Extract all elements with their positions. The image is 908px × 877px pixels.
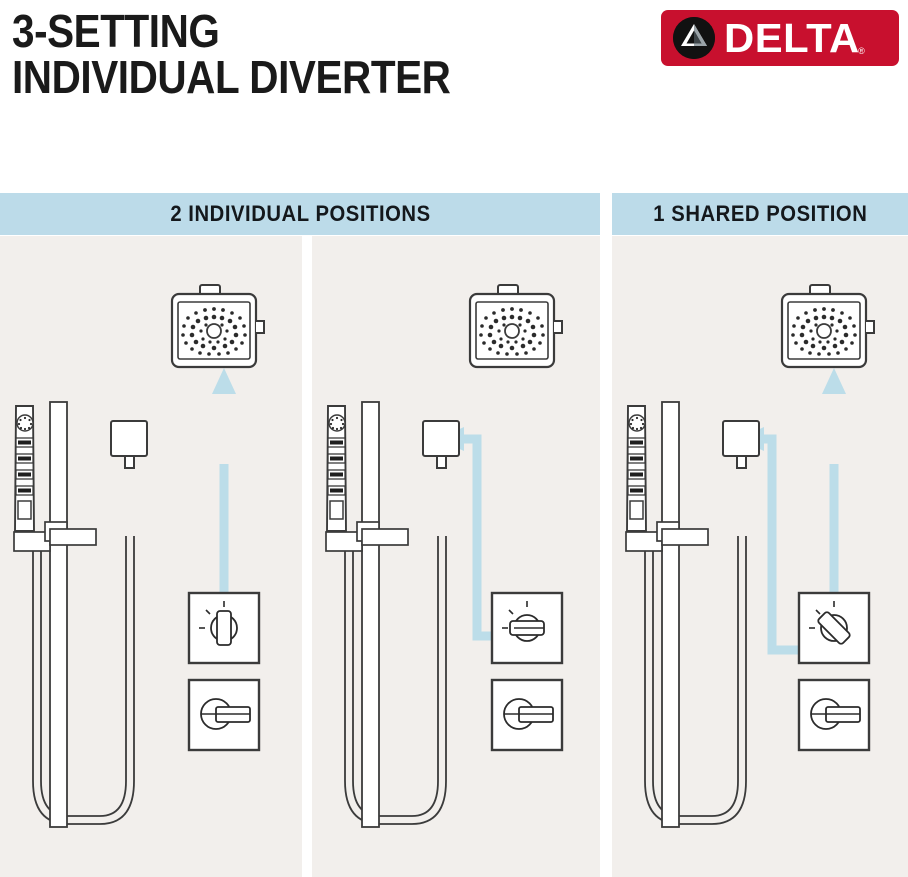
section-header-label: 1 SHARED POSITION <box>652 201 868 226</box>
volume-handle <box>200 698 251 730</box>
volume-handle <box>810 698 861 730</box>
slide-bar <box>361 401 380 828</box>
panel-position-1 <box>0 236 302 877</box>
showerhead <box>780 284 875 369</box>
hose <box>344 536 447 825</box>
diverter-handle-vertical <box>210 610 238 646</box>
diverter-handle-diagonal <box>817 611 851 645</box>
flow-arrow-to-hand-shower <box>758 434 808 655</box>
diverter-indicator-marks <box>199 601 225 629</box>
flow-arrow-to-hand-shower <box>458 434 492 641</box>
panel-3-illustration <box>612 236 908 877</box>
section-header-shared-position: 1 SHARED POSITION <box>612 193 908 235</box>
panel-position-2 <box>312 236 600 877</box>
wall-elbow <box>722 420 760 469</box>
volume-control-trim <box>187 678 261 752</box>
hand-shower <box>626 405 647 532</box>
diverter-handle-horizontal <box>509 614 545 642</box>
diverter-valve-trim <box>187 591 261 665</box>
registered-trademark-icon: ® <box>858 46 865 56</box>
diverter-valve-trim <box>797 591 871 665</box>
panel-1-illustration <box>0 236 302 877</box>
diverter-valve-trim <box>490 591 564 665</box>
wall-elbow <box>110 420 148 469</box>
volume-handle <box>503 698 554 730</box>
section-header-individual-positions: 2 INDIVIDUAL POSITIONS <box>0 193 600 235</box>
diverter-indicator-marks <box>809 601 835 629</box>
flow-arrow-to-showerhead <box>822 368 846 592</box>
panel-position-3 <box>612 236 908 877</box>
showerhead <box>170 284 265 369</box>
slide-bar-bracket <box>13 521 97 552</box>
delta-logo: DELTA ® <box>661 10 899 66</box>
slide-bar <box>661 401 680 828</box>
delta-wordmark: DELTA <box>724 15 860 61</box>
delta-triangle-icon <box>673 17 715 59</box>
hand-shower <box>14 405 35 532</box>
slide-bar-bracket <box>325 521 409 552</box>
flow-arrow-to-showerhead <box>212 368 236 592</box>
diverter-indicator-marks <box>502 601 528 629</box>
volume-control-trim <box>797 678 871 752</box>
page-title-line-2: INDIVIDUAL DIVERTER <box>12 51 451 103</box>
hand-shower <box>326 405 347 532</box>
page-title-line-1: 3-SETTING <box>12 5 220 57</box>
slide-bar <box>49 401 68 828</box>
hose <box>32 536 135 825</box>
showerhead <box>468 284 563 369</box>
wall-elbow <box>422 420 460 469</box>
section-header-label: 2 INDIVIDUAL POSITIONS <box>169 201 431 226</box>
panel-2-illustration <box>312 236 600 877</box>
slide-bar-bracket <box>625 521 709 552</box>
hose <box>644 536 747 825</box>
volume-control-trim <box>490 678 564 752</box>
